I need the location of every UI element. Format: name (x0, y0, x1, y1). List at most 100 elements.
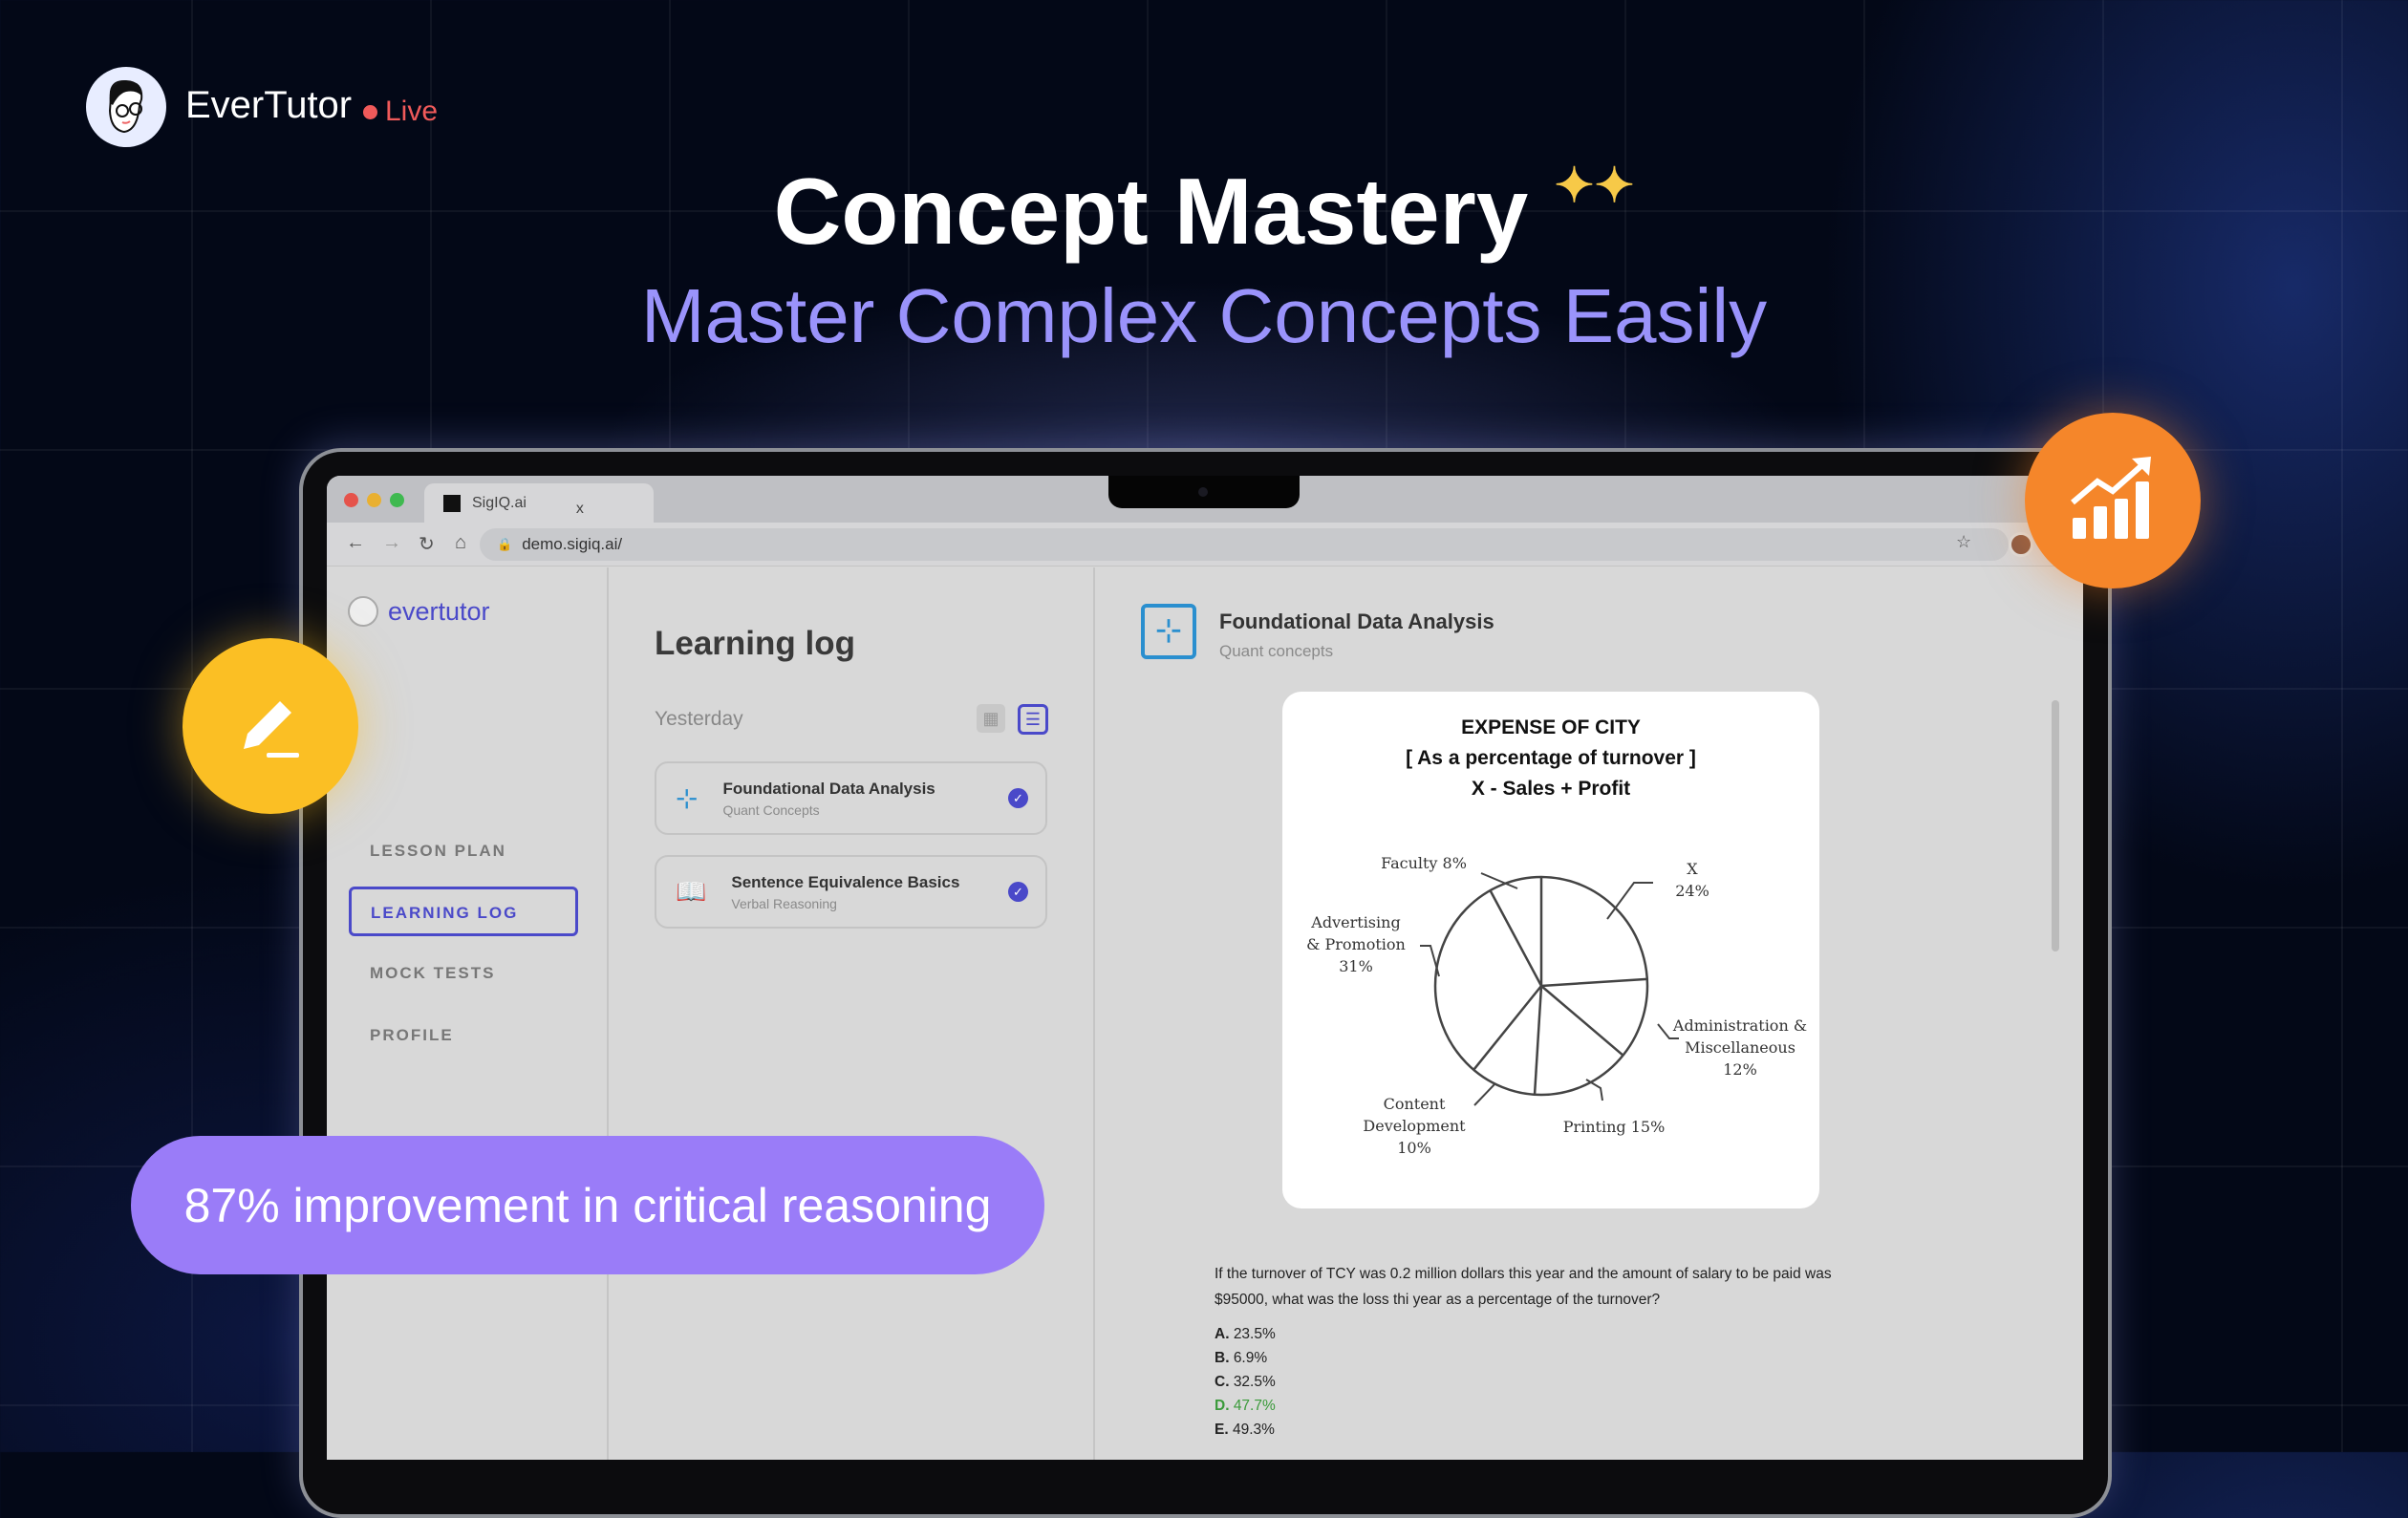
forward-icon[interactable]: → (382, 532, 401, 553)
item-title: Foundational Data Analysis (722, 779, 935, 798)
answer-option[interactable]: A. 23.5% (1215, 1326, 1276, 1343)
option-letter: B. (1215, 1350, 1230, 1366)
pie-slice-content-development (1533, 985, 1543, 1095)
sidebar-item-profile[interactable]: PROFILE (370, 1026, 454, 1044)
hero-title: Concept Mastery ✦✦ (0, 158, 2408, 266)
label-advertising: Advertising & Promotion 31% (1306, 911, 1406, 977)
label-administration: Administration & Miscellaneous 12% (1673, 1015, 1807, 1080)
label-line: 31% (1339, 957, 1373, 975)
leader-line (1606, 882, 1653, 920)
leader-lines (1420, 872, 1679, 1106)
live-indicator: Live (363, 96, 438, 128)
sidebar-item-mock-tests[interactable]: MOCK TESTS (370, 964, 496, 982)
label-line: 24% (1675, 882, 1709, 900)
bar-chart-up-icon (2071, 457, 2151, 539)
back-icon[interactable]: ← (346, 532, 365, 553)
question-line: $95000, what was the loss thi year as a … (1215, 1292, 1661, 1308)
label-x: X 24% (1675, 858, 1709, 902)
math-operations-icon: ⊹ (1141, 604, 1196, 659)
evertutor-logo-icon (348, 596, 378, 627)
label-line: Administration & (1672, 1016, 1808, 1035)
question-line: If the turnover of TCY was 0.2 million d… (1215, 1266, 1832, 1282)
label-line: 12% (1723, 1060, 1757, 1079)
pie-slice-administration-miscellaneous (1540, 977, 1647, 988)
option-letter: C. (1215, 1374, 1230, 1390)
option-text: 49.3% (1232, 1422, 1275, 1438)
sidebar-item-lesson-plan[interactable]: LESSON PLAN (370, 842, 506, 860)
live-dot-icon (363, 104, 377, 119)
tab-title: SigIQ.ai (472, 494, 527, 511)
option-text: 32.5% (1233, 1374, 1276, 1390)
label-line: & Promotion (1306, 935, 1406, 953)
pie-slice-printing (1540, 985, 1624, 1057)
label-line: Content (1383, 1095, 1446, 1113)
learning-log-title: Learning log (655, 625, 855, 662)
url-input[interactable]: 🔒 demo.sigiq.ai/ (480, 528, 2009, 561)
chart-note: X - Sales + Profit (1471, 778, 1631, 800)
answer-option[interactable]: E. 49.3% (1215, 1422, 1275, 1439)
chart-title: EXPENSE OF CITY (1461, 716, 1641, 738)
window-controls[interactable] (344, 493, 413, 512)
home-icon[interactable]: ⌂ (455, 532, 467, 553)
item-title: Sentence Equivalence Basics (731, 872, 960, 891)
sparkle-icon: ✦✦ (1554, 159, 1635, 212)
section-label: Yesterday (655, 708, 743, 730)
brand-name: EverTutor (185, 84, 353, 126)
answer-option[interactable]: B. 6.9% (1215, 1350, 1267, 1367)
evertutor-avatar-logo (86, 67, 166, 147)
tab-close-icon[interactable]: x (575, 500, 584, 517)
bookmark-star-icon[interactable]: ☆ (1956, 532, 1972, 551)
camera-icon (1198, 487, 1208, 497)
live-label: Live (385, 96, 439, 127)
label-line: 10% (1397, 1139, 1431, 1157)
sidebar: evertutor LESSON PLAN LEARNING LOG MOCK … (327, 567, 609, 1460)
option-letter: E. (1215, 1422, 1229, 1438)
profile-avatar[interactable] (2009, 532, 2033, 557)
leader-line (1657, 1023, 1679, 1039)
favicon-icon (443, 494, 461, 512)
camera-notch (1108, 476, 1300, 508)
leader-line (1473, 1082, 1496, 1106)
label-line: Miscellaneous (1685, 1038, 1795, 1057)
check-icon: ✓ (1008, 882, 1028, 902)
check-icon: ✓ (1008, 788, 1028, 808)
reload-icon[interactable]: ↻ (419, 534, 435, 555)
pencil-icon (244, 701, 299, 758)
sidebar-logo[interactable]: evertutor (348, 596, 490, 627)
chart-subtitle: [ As a percentage of turnover ] (1406, 747, 1696, 769)
hero-subtitle: Master Complex Concepts Easily (640, 273, 1768, 358)
address-bar-row: ← → ↻ ⌂ 🔒 demo.sigiq.ai/ ☆ (327, 523, 2083, 567)
item-subtitle: Quant Concepts (722, 802, 820, 818)
pie-slice-faculty (1489, 889, 1543, 987)
list-view-icon[interactable]: ☰ (1018, 704, 1048, 735)
lock-icon: 🔒 (497, 537, 513, 551)
label-line: Development (1363, 1117, 1466, 1135)
open-book-icon: 📖 (676, 877, 707, 906)
improvement-stat-pill: 87% improvement in critical reasoning (131, 1136, 1044, 1274)
scrollbar[interactable] (2052, 700, 2059, 951)
chart-growth-badge (2025, 413, 2201, 588)
answer-option[interactable]: D. 47.7% (1215, 1398, 1276, 1415)
option-text: 6.9% (1233, 1350, 1268, 1366)
lesson-title: Foundational Data Analysis (1219, 609, 1494, 633)
pencil-badge (183, 638, 358, 814)
browser-window: SigIQ.ai x ← → ↻ ⌂ 🔒 demo.sigiq.ai/ ☆ eve… (327, 476, 2083, 1460)
hero-title-text: Concept Mastery (773, 159, 1529, 264)
option-letter: D. (1215, 1398, 1230, 1414)
pie-slice-advertising-promotion (1473, 985, 1542, 1071)
grid-view-icon[interactable]: ▦ (977, 704, 1005, 733)
label-faculty: Faculty 8% (1381, 854, 1467, 872)
answer-option[interactable]: C. 32.5% (1215, 1374, 1276, 1391)
lesson-subtitle: Quant concepts (1219, 642, 1334, 660)
item-subtitle: Verbal Reasoning (731, 895, 837, 911)
sidebar-logo-text: evertutor (388, 596, 490, 626)
option-text: 23.5% (1233, 1326, 1276, 1342)
label-line: Advertising (1311, 913, 1401, 931)
url-text: demo.sigiq.ai/ (522, 535, 623, 553)
label-line: X (1687, 860, 1698, 878)
browser-tab[interactable]: SigIQ.ai x (424, 483, 654, 523)
sidebar-item-learning-log[interactable]: LEARNING LOG (349, 887, 578, 936)
